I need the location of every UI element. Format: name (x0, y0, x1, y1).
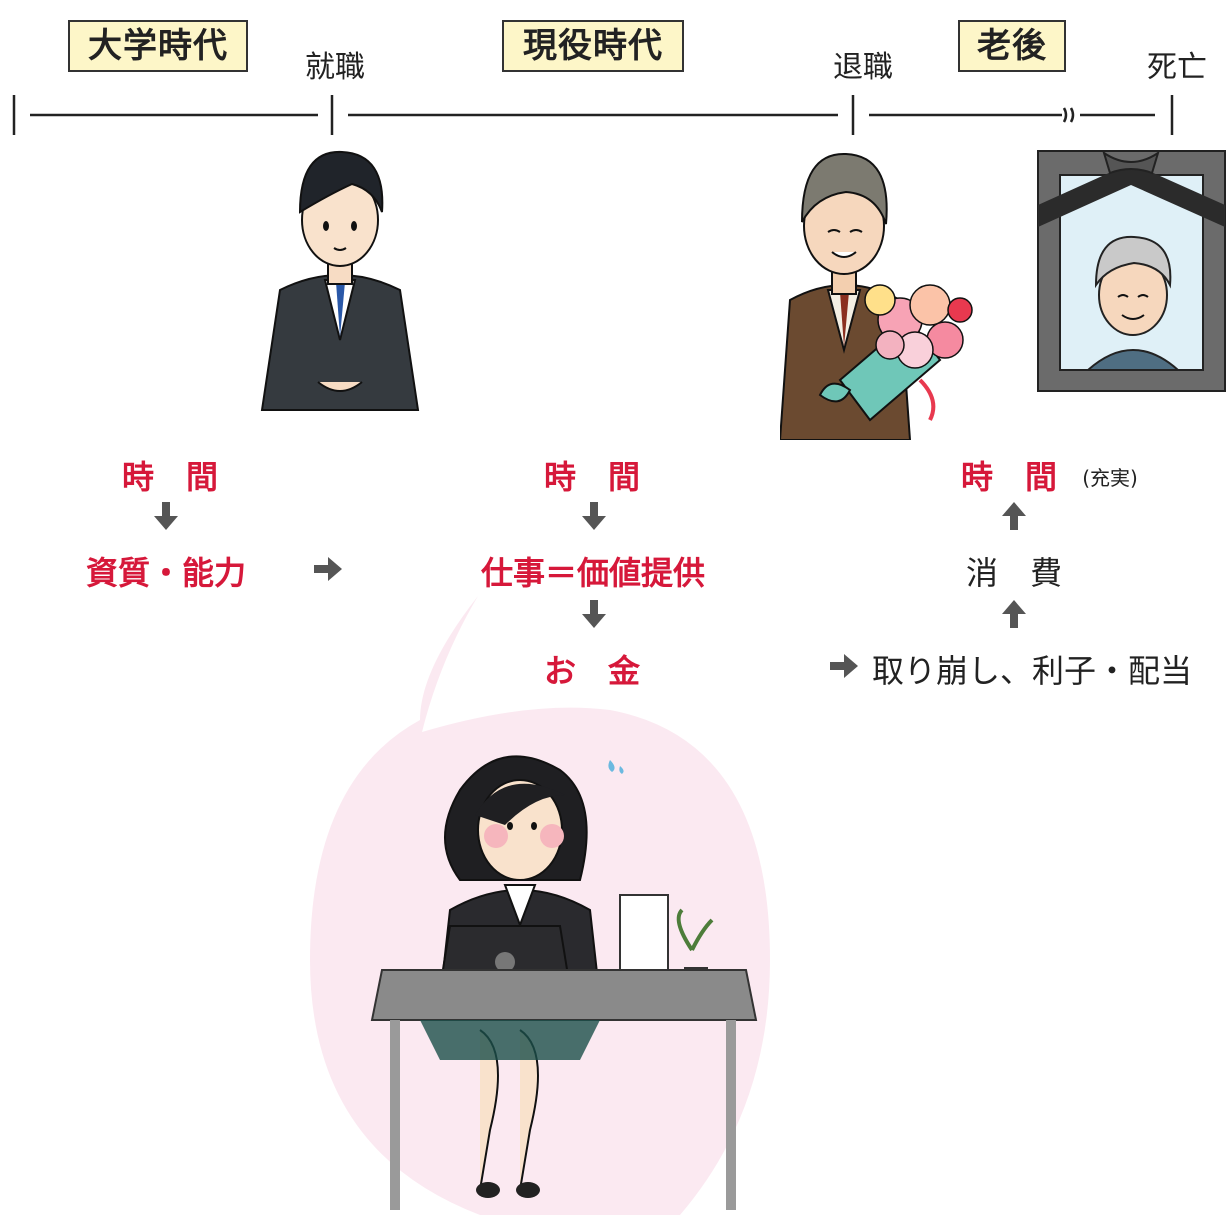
event-death: 死亡 (1147, 50, 1207, 85)
right-source-label: 取り崩し、利子・配当 (872, 652, 1193, 690)
office-worker-illustration (370, 755, 758, 1210)
arrow-up-icon (1002, 502, 1026, 530)
retiree-illustration (780, 152, 973, 440)
arrow-right-icon (830, 654, 858, 678)
event-employment: 就職 (305, 50, 365, 85)
event-retirement: 退職 (833, 50, 893, 85)
left-ability-label: 資質・能力 (85, 554, 246, 592)
phase-university: 大学時代 (68, 20, 248, 72)
memorial-portrait (1037, 150, 1226, 392)
left-time-label: 時 間 (121, 458, 218, 496)
new-employee-illustration (260, 150, 420, 411)
phase-working: 現役時代 (502, 20, 684, 72)
middle-work-label: 仕事＝価値提供 (480, 554, 705, 592)
arrow-down-icon (154, 502, 178, 530)
arrow-down-icon (582, 502, 606, 530)
right-time-label: 時 間 (960, 458, 1057, 496)
phase-retirement: 老後 (958, 20, 1066, 72)
right-consume-label: 消 費 (965, 554, 1062, 592)
arrow-up-icon (1002, 600, 1026, 628)
timeline (12, 95, 1174, 135)
middle-money-label: お 金 (543, 652, 640, 690)
right-time-note: (充実) (1082, 466, 1138, 490)
arrow-right-icon (314, 557, 342, 581)
middle-time-label: 時 間 (543, 458, 640, 496)
arrow-down-icon (582, 600, 606, 628)
